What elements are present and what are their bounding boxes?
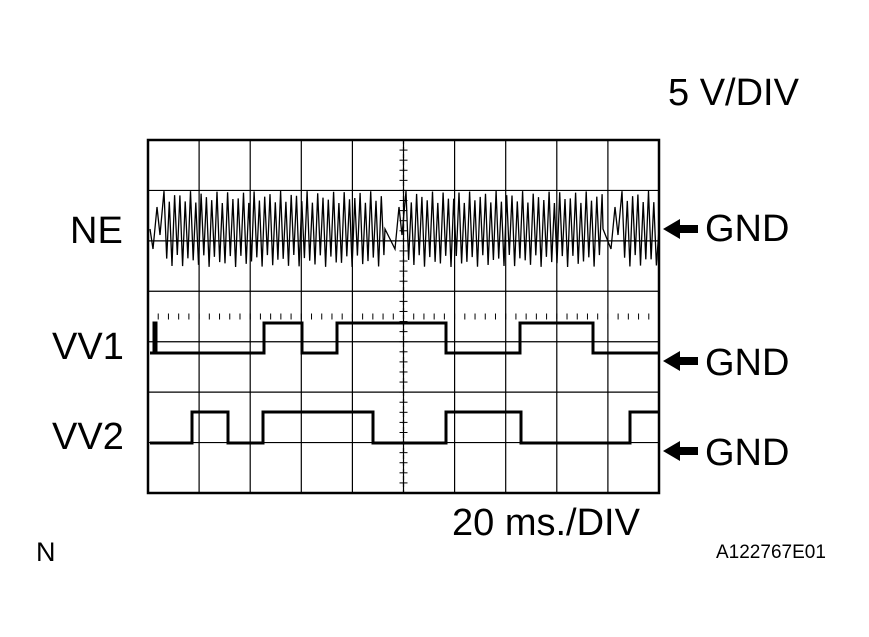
grid-frame — [146, 138, 661, 495]
vv2-waveform — [150, 410, 659, 445]
channel-vv1-label: VV1 — [52, 326, 124, 368]
vv2-gnd-label: GND — [705, 432, 790, 474]
channel-ne-label: NE — [70, 210, 123, 252]
figure-id: A122767E01 — [716, 542, 826, 563]
channel-vv2-label: VV2 — [52, 416, 124, 458]
volts-per-div-label: 5 V/DIV — [668, 72, 799, 114]
ne-waveform — [149, 190, 660, 268]
vv1-gnd-arrow-icon — [663, 351, 698, 371]
corner-mark: N — [36, 537, 56, 567]
scope-grid — [146, 138, 661, 495]
scope-traces — [149, 190, 660, 445]
ground-arrows — [663, 219, 698, 461]
time-per-div-label: 20 ms./DIV — [452, 502, 640, 544]
vv1-waveform — [150, 321, 659, 355]
vv1-gnd-label: GND — [705, 342, 790, 384]
vv2-gnd-arrow-icon — [663, 441, 698, 461]
ne-gnd-arrow-icon — [663, 219, 698, 239]
ne-gnd-label: GND — [705, 208, 790, 250]
